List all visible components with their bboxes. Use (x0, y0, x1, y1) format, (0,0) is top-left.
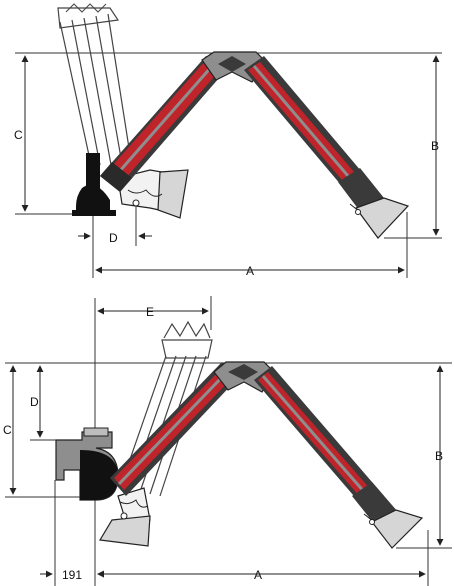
bottom-label-offset: 191 (62, 568, 82, 582)
bottom-dim-e: E (97, 296, 212, 330)
bottom-dim-b: B (396, 365, 452, 549)
top-drawing: C B D A (14, 3, 442, 278)
bottom-drawing: E C D B 191 A (3, 296, 452, 586)
bottom-label-c: C (3, 423, 12, 437)
bottom-lower-arm (110, 362, 238, 496)
bottom-label-b: B (435, 449, 443, 463)
bottom-wall-bracket (55, 427, 119, 501)
top-dim-d: D (78, 206, 152, 278)
top-dim-a: A (95, 212, 408, 278)
top-label-b: B (431, 139, 439, 153)
top-upper-arm (244, 56, 372, 198)
bottom-dim-c: C (3, 365, 80, 498)
top-end-hood (338, 168, 410, 239)
top-folded-hood (117, 169, 189, 219)
top-lower-arm (100, 56, 226, 192)
bottom-folded-hood (99, 487, 151, 547)
top-dim-b: B (384, 55, 442, 239)
top-wall-bracket (72, 153, 116, 216)
bottom-dim-d: D (30, 365, 56, 441)
bottom-upper-arm (254, 366, 384, 510)
top-label-c: C (14, 128, 23, 142)
top-label-d: D (109, 231, 118, 245)
bottom-dim-a: A (97, 530, 429, 586)
bottom-label-d: D (30, 395, 39, 409)
top-dim-c: C (14, 55, 72, 215)
top-label-a: A (246, 264, 254, 278)
top-raised-arm-outline (57, 3, 135, 181)
bottom-label-e: E (146, 305, 154, 319)
bottom-end-hood (352, 482, 424, 549)
bottom-label-a: A (254, 568, 262, 582)
